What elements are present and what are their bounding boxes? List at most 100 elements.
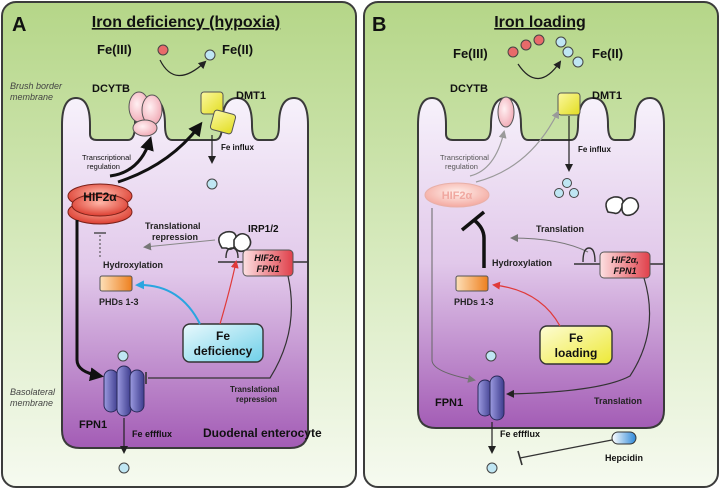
translational-repression-bottom-label-a-2: repression <box>236 395 277 404</box>
dmt1-protein-a <box>200 91 237 135</box>
fe3-atoms-b <box>507 34 545 58</box>
hif2a-label-b: HIF2α <box>442 190 473 202</box>
transcription-arrow-dmt1-b <box>475 110 559 183</box>
brush-border-label-a: Brush border <box>10 81 63 91</box>
fe-atom-upper-fpn-b <box>485 350 497 362</box>
hepcidin-shape-b <box>611 431 637 445</box>
ferritin-shape-b <box>605 196 640 217</box>
fe3-label-a: Fe(III) <box>97 42 132 57</box>
phds-label-a: PHDs 1-3 <box>99 297 139 307</box>
fe3-label-b: Fe(III) <box>453 46 488 61</box>
fe-deficiency-box-a <box>182 323 264 363</box>
hif2a-protein-b <box>424 182 490 208</box>
duodenal-enterocyte-label: Duodenal enterocyte <box>203 426 322 440</box>
stem-loop-b <box>582 247 596 263</box>
mrna-label-b: HIF2α, <box>611 255 639 265</box>
translation-arrow-b <box>510 234 589 253</box>
translational-repression-label-a: Translational <box>145 221 201 231</box>
translation-bottom-line-b <box>506 277 651 398</box>
translational-repression-arrow-a <box>143 239 216 251</box>
transcriptional-label-b-2: regulation <box>445 162 478 171</box>
panel-title-b: Iron loading <box>494 14 586 31</box>
dmt1-label-a: DMT1 <box>236 90 266 102</box>
dmt1-protein-b <box>557 92 581 116</box>
fe-atom-efflux-b <box>486 462 498 474</box>
stem-loop-a <box>225 247 239 259</box>
fe-load-to-phds-arrow-b <box>492 281 561 327</box>
hydroxylation-inhibit-bar-b <box>460 210 486 232</box>
fe-def-to-phds-arrow-a <box>135 280 201 325</box>
hydroxylation-label-b: Hydroxylation <box>492 258 552 268</box>
fe-efflux-label-b: Fe effflux <box>500 429 540 439</box>
fe-atom-upper-fpn-a <box>117 350 129 362</box>
dmt1-label-b: DMT1 <box>592 90 622 102</box>
hepcidin-inhibit-bar-b <box>517 450 523 466</box>
fe2-label-a: Fe(II) <box>222 42 253 57</box>
reduction-arrow-b <box>517 60 562 80</box>
hif2a-protein-a <box>67 183 133 225</box>
mrna-label-b-2: FPN1 <box>613 266 636 276</box>
fe2-label-b: Fe(II) <box>592 46 623 61</box>
hif2a-label-a: HIF2α <box>83 190 117 204</box>
hif-to-fpn-line-b <box>431 208 476 383</box>
irp-label-a: IRP1/2 <box>248 224 279 235</box>
transcriptional-label-b: Transcriptional <box>440 153 489 162</box>
fpn1-protein-a <box>103 365 145 417</box>
brush-border-label-a-2: membrane <box>10 92 53 102</box>
panel-a: A Iron deficiency (hypoxia) Fe(III) Fe(I… <box>1 1 357 488</box>
fe-def-to-irp-arrow-a <box>219 260 239 325</box>
fe-loading-label-b-2: loading <box>555 346 598 360</box>
dcytb-protein-b <box>497 96 515 128</box>
transcription-arrow-dcytb-a <box>109 136 154 178</box>
mrna-label-a: HIF2α, <box>254 253 282 263</box>
basolateral-label-a-2: membrane <box>10 398 53 408</box>
phds-box-b <box>455 275 489 292</box>
hepcidin-label-b: Hepcidin <box>605 453 643 463</box>
fpn1-protein-b <box>477 375 505 421</box>
fe-loading-label-b: Fe <box>569 331 583 345</box>
dcytb-label-b: DCYTB <box>450 83 488 95</box>
transcriptional-label-a-2: regulation <box>87 162 120 171</box>
translational-repression-bottom-label-a: Translational <box>230 385 279 394</box>
fe-influx-label-b: Fe influx <box>578 145 611 154</box>
fe-influx-label-a: Fe influx <box>221 143 254 152</box>
hydroxylation-line-b <box>472 218 486 268</box>
fe-atom-influx-a <box>206 178 218 190</box>
fe-deficiency-label-a-2: deficiency <box>194 344 253 358</box>
fe-atom-efflux-a <box>118 462 130 474</box>
transcription-arrow-dmt1-a <box>117 121 203 184</box>
fe2-atom-top-a <box>204 49 216 61</box>
phds-box-a <box>99 275 133 292</box>
translational-repression-line-a <box>148 275 293 379</box>
mrna-label-a-2: FPN1 <box>256 264 279 274</box>
translation-bottom-label-b: Translation <box>594 396 642 406</box>
fe2-atoms-top-b <box>555 36 584 68</box>
fe-atoms-influx-b <box>554 178 579 198</box>
panel-b: B Iron loading Fe(III) Fe(II) DCYTB DMT1… <box>363 1 719 488</box>
mrna-box-a <box>242 249 294 277</box>
panel-letter-b: B <box>372 14 386 36</box>
fe-loading-box-b <box>539 325 613 365</box>
hepcidin-inhibit-line-b <box>519 439 613 459</box>
fpn1-label-b: FPN1 <box>435 397 463 409</box>
irp-protein-a <box>218 230 252 253</box>
translational-repression-label-a-2: repression <box>152 232 198 242</box>
reduction-arrow-a <box>159 59 207 77</box>
dcytb-label-a: DCYTB <box>92 83 130 95</box>
transcription-arrow-dcytb-b <box>469 130 507 177</box>
mrna-box-b <box>599 251 651 279</box>
panel-title-a: Iron deficiency (hypoxia) <box>92 14 280 31</box>
phds-label-b: PHDs 1-3 <box>454 297 494 307</box>
panel-letter-a: A <box>12 14 26 36</box>
basolateral-label-a: Basolateral <box>10 387 56 397</box>
fe3-atom-a <box>157 44 169 56</box>
fe-efflux-label-a: Fe effflux <box>132 429 172 439</box>
translation-label-b: Translation <box>536 224 584 234</box>
hif-to-fpn-arrow-a <box>75 220 104 382</box>
fpn1-label-a: FPN1 <box>79 419 107 431</box>
transcriptional-label-a: Transcriptional <box>82 153 131 162</box>
hydroxylation-label-a: Hydroxylation <box>103 260 163 270</box>
fe-deficiency-label-a: Fe <box>216 329 230 343</box>
dcytb-protein-a <box>128 91 163 137</box>
